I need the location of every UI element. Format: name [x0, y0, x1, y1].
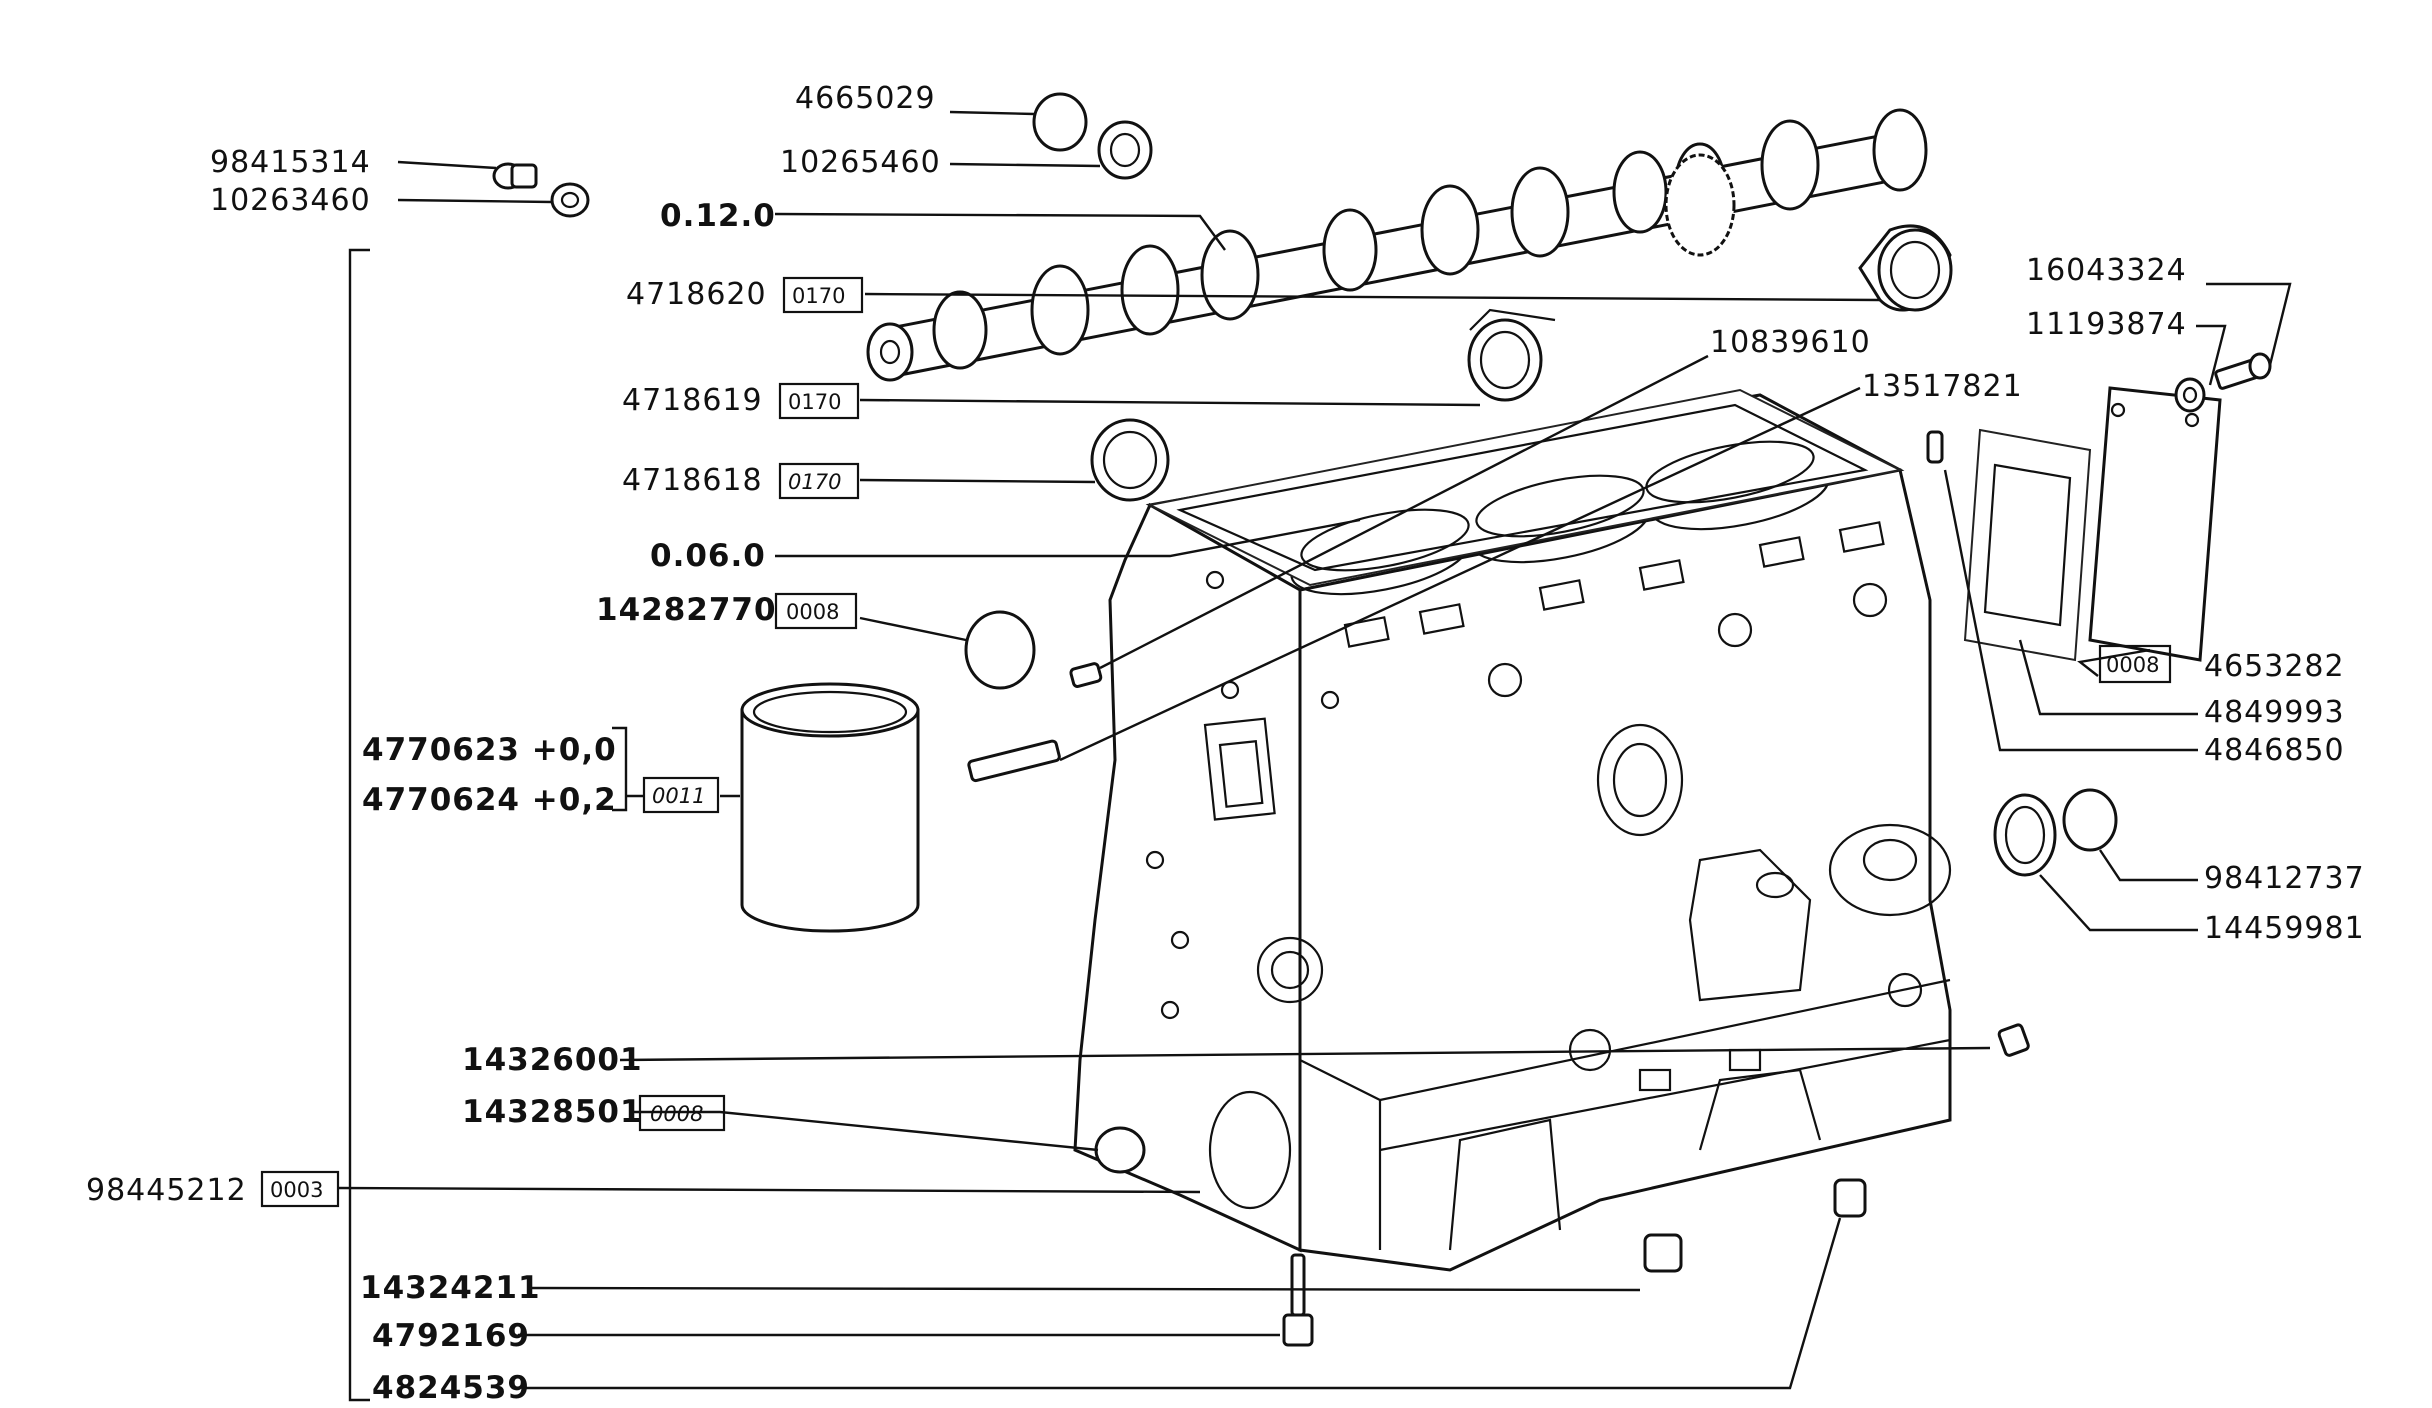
label-14328501: 14328501 — [462, 1094, 643, 1130]
stud-13517821 — [967, 739, 1061, 783]
ring-10265460 — [1097, 120, 1153, 180]
cylinder-liner — [740, 682, 920, 933]
head-gasket — [1146, 388, 1904, 587]
plug-4824539 — [1833, 1178, 1867, 1218]
washer-16043324 — [2174, 377, 2206, 413]
code-4718618: 0170 — [788, 470, 841, 494]
label-4770624: 4770624 +0,2 — [362, 782, 617, 818]
label-98412737: 98412737 — [2204, 861, 2365, 896]
plug-4665029 — [1032, 92, 1088, 152]
code-4653282: 0008 — [2106, 653, 2159, 677]
code-box-4718620 — [782, 276, 864, 314]
plug-98412737 — [2062, 788, 2118, 852]
label-4718618: 4718618 — [622, 463, 763, 498]
code-14328501: 0008 — [650, 1102, 703, 1126]
plug-98415314 — [492, 162, 538, 190]
label-11193874: 11193874 — [2026, 307, 2187, 342]
bushing-14328501 — [1094, 1126, 1146, 1174]
code-4718619: 0170 — [788, 390, 841, 414]
label-14324211: 14324211 — [360, 1270, 541, 1306]
pin-10839610 — [1069, 662, 1103, 688]
label-4824539: 4824539 — [372, 1370, 530, 1406]
code-box-4718619 — [778, 382, 860, 420]
leader-lines — [337, 110, 2292, 1402]
code-4718620: 0170 — [792, 284, 845, 308]
label-4665029: 4665029 — [795, 81, 936, 116]
label-14326001: 14326001 — [462, 1042, 643, 1078]
plug-14282770 — [964, 610, 1036, 690]
cover-4653282 — [2088, 386, 2222, 662]
label-98445212: 98445212 — [86, 1173, 247, 1208]
code-box-14328501 — [638, 1094, 726, 1132]
label-13517821: 13517821 — [1862, 369, 2023, 404]
bushing-4718618 — [1090, 418, 1170, 502]
label-0060: 0.06.0 — [650, 538, 766, 574]
label-14282770: 14282770 — [596, 592, 777, 628]
code-box-14282770 — [774, 592, 858, 630]
label-4718619: 4718619 — [622, 383, 763, 418]
part-labels: 98415314 10263460 4665029 10265460 0.12.… — [86, 81, 2365, 1406]
label-0120: 0.12.0 — [660, 198, 776, 234]
label-10265460: 10265460 — [780, 145, 941, 180]
label-4846850: 4846850 — [2204, 733, 2345, 768]
plug-14324211 — [1643, 1233, 1683, 1273]
washer-10263460 — [550, 182, 590, 218]
label-16043324: 16043324 — [2026, 253, 2187, 288]
gasket-4849993 — [1963, 428, 2092, 662]
code-box-4653282 — [2098, 644, 2172, 684]
code-14282770: 0008 — [786, 600, 839, 624]
seal-14459981 — [1993, 793, 2057, 877]
label-4849993: 4849993 — [2204, 695, 2345, 730]
bushing-4718619 — [1467, 308, 1556, 402]
code-box-4718618 — [778, 462, 860, 500]
label-4718620: 4718620 — [626, 277, 767, 312]
code-box-4770623 — [642, 776, 720, 814]
label-4653282: 4653282 — [2204, 649, 2345, 684]
camshaft — [866, 108, 1928, 382]
label-10839610: 10839610 — [1710, 325, 1871, 360]
label-4792169: 4792169 — [372, 1318, 530, 1354]
bolt-4792169 — [1282, 1253, 1314, 1347]
label-10263460: 10263460 — [210, 183, 371, 218]
code-4770623: 0011 — [652, 784, 705, 808]
label-4770623: 4770623 +0,0 — [362, 732, 617, 768]
screw-11193874 — [2214, 352, 2272, 390]
plug-14326001 — [1997, 1023, 2030, 1057]
bushing-4718620 — [1858, 224, 1953, 312]
dowel-4846850 — [1926, 430, 1944, 464]
label-98415314: 98415314 — [210, 145, 371, 180]
label-14459981: 14459981 — [2204, 911, 2365, 946]
code-98445212: 0003 — [270, 1178, 323, 1202]
code-box-98445212 — [260, 1170, 340, 1208]
